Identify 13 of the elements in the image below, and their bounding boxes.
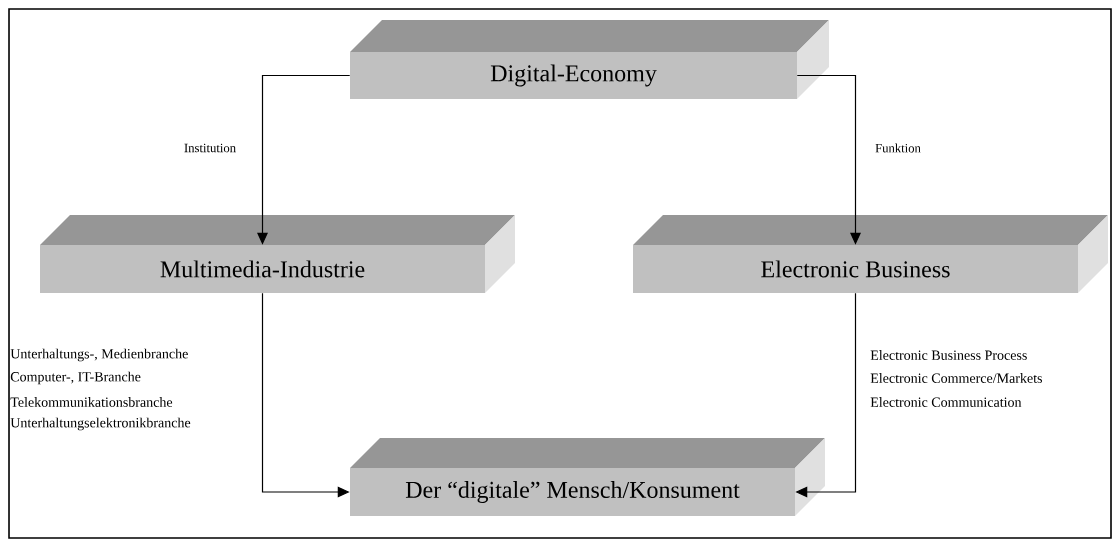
list-item: Computer-, IT-Branche [10,371,141,385]
box-3d: Digital-Economy [350,20,829,99]
list-item: Electronic Communication [870,397,1022,407]
box-3d: Der “digitale” Mensch/Konsument [350,438,825,516]
list-item: Unterhaltungselektronikbranche [10,417,191,431]
list-item: Electronic Business Process [870,350,1027,360]
edge-label: Institution [182,142,238,154]
box-3d: Electronic Business [633,215,1108,293]
list-item: Electronic Commerce/Markets [870,373,1042,383]
list-item: Telekommunikationsbranche [10,397,173,407]
edge-label: Funktion [873,142,923,154]
list-item: Unterhaltungs-, Medienbranche [10,348,188,362]
box-3d: Multimedia-Industrie [40,215,515,293]
